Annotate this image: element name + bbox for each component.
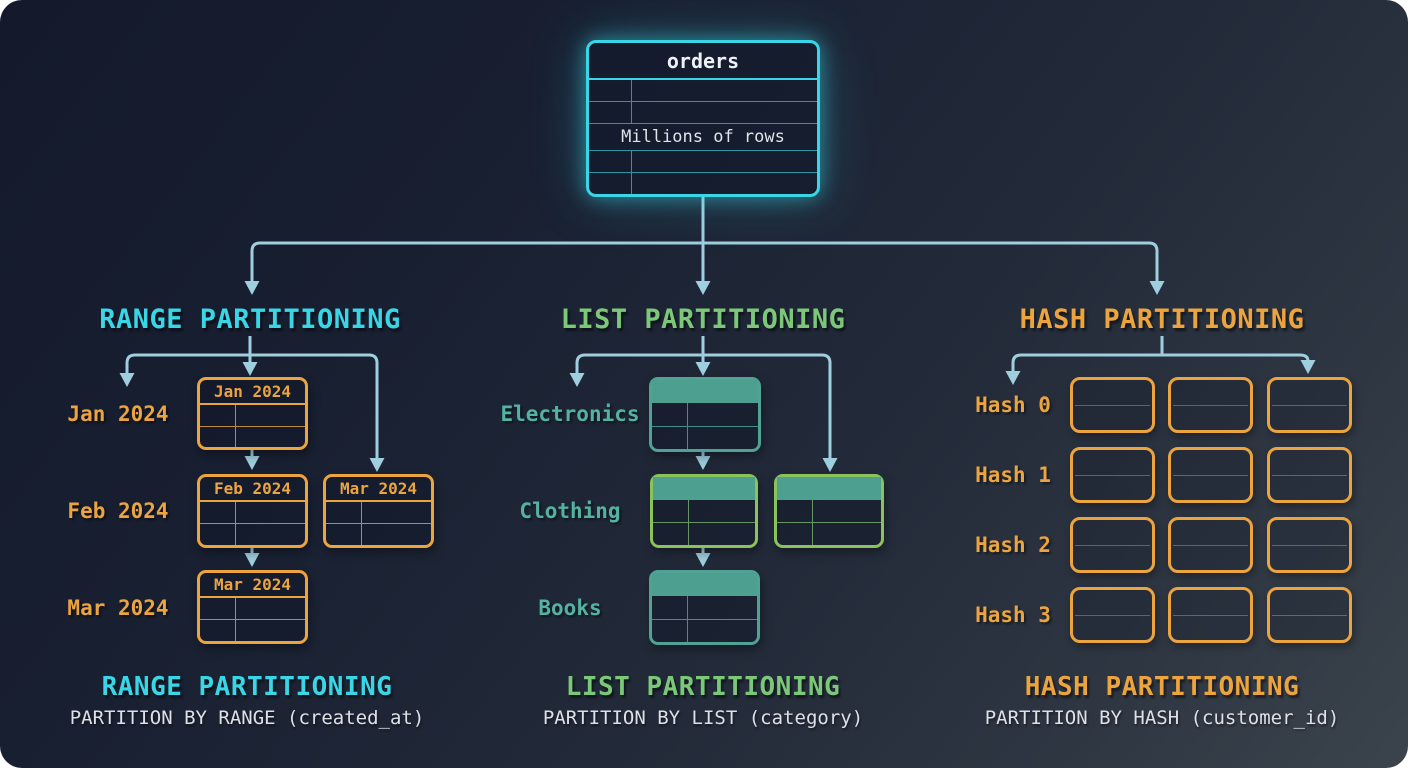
label-jan-2024: Jan 2024 xyxy=(67,402,169,426)
label-feb-2024: Feb 2024 xyxy=(67,499,169,523)
heading-hash-partitioning: HASH PARTITIONING xyxy=(1019,303,1305,335)
orders-table-row xyxy=(589,80,817,101)
orders-table-note: Millions of rows xyxy=(589,123,817,150)
caption-hash-title: HASH PARTITIONING xyxy=(1024,672,1300,702)
table-row xyxy=(652,596,757,619)
partition-table-feb-2024: Feb 2024 xyxy=(197,474,308,548)
table-row xyxy=(653,522,755,545)
partition-table-clothing-side xyxy=(774,474,884,548)
table-row xyxy=(200,598,305,619)
caption-list-code: PARTITION BY LIST (category) xyxy=(542,707,864,729)
heading-range-partitioning: RANGE PARTITIONING xyxy=(99,303,401,335)
label-mar-2024: Mar 2024 xyxy=(67,596,169,620)
caption-list-title: LIST PARTITIONING xyxy=(565,672,841,702)
table-row xyxy=(326,523,431,545)
hash-bucket xyxy=(1267,377,1352,433)
table-row xyxy=(777,522,881,545)
caption-hash-code: PARTITION BY HASH (customer_id) xyxy=(984,707,1340,729)
table-row xyxy=(777,500,881,522)
hash-bucket xyxy=(1267,447,1352,503)
hash-bucket xyxy=(1070,587,1155,643)
table-header-fill xyxy=(652,573,757,596)
hash-bucket xyxy=(1070,377,1155,433)
partition-table-title: Mar 2024 xyxy=(200,573,305,598)
table-row xyxy=(652,403,758,426)
partition-table-title: Jan 2024 xyxy=(200,380,305,405)
partition-table-books xyxy=(649,570,760,645)
orders-table-title: orders xyxy=(589,43,817,80)
orders-table: orders Millions of rows xyxy=(586,40,820,197)
hash-bucket xyxy=(1267,587,1352,643)
table-row xyxy=(200,425,305,448)
table-header-fill xyxy=(777,477,881,500)
hash-bucket xyxy=(1267,517,1352,573)
table-row xyxy=(652,618,757,643)
orders-table-row xyxy=(589,101,817,123)
label-books: Books xyxy=(538,596,602,620)
hash-bucket xyxy=(1168,447,1253,503)
table-row xyxy=(200,619,305,641)
label-hash-1: Hash 1 xyxy=(975,463,1051,487)
table-row xyxy=(652,425,758,450)
orders-table-row xyxy=(589,150,817,172)
partition-table-electronics xyxy=(649,377,761,452)
partition-table-title: Feb 2024 xyxy=(200,477,305,502)
orders-table-row xyxy=(589,172,817,194)
table-row xyxy=(200,502,305,523)
hash-bucket xyxy=(1168,517,1253,573)
hash-bucket xyxy=(1070,447,1155,503)
hash-branch-lines xyxy=(1011,336,1310,372)
label-hash-2: Hash 2 xyxy=(975,533,1051,557)
label-hash-0: Hash 0 xyxy=(975,393,1051,417)
table-row xyxy=(326,502,431,523)
hash-bucket xyxy=(1168,587,1253,643)
root-branch-lines xyxy=(250,196,1159,283)
partition-table-clothing xyxy=(650,474,758,548)
table-header-fill xyxy=(653,477,755,500)
hash-bucket xyxy=(1070,517,1155,573)
table-row xyxy=(200,523,305,545)
table-header-fill xyxy=(652,380,758,403)
table-row xyxy=(653,500,755,522)
partition-table-title: Mar 2024 xyxy=(326,477,431,502)
label-electronics: Electronics xyxy=(500,402,640,426)
hash-bucket xyxy=(1168,377,1253,433)
root-branch-arrowheads xyxy=(244,281,1165,295)
heading-list-partitioning: LIST PARTITIONING xyxy=(560,303,846,335)
label-hash-3: Hash 3 xyxy=(975,603,1051,627)
table-row xyxy=(200,405,305,426)
partition-table-mar-2024-side: Mar 2024 xyxy=(323,474,434,548)
partition-table-jan-2024: Jan 2024 xyxy=(197,377,308,450)
caption-range-code: PARTITION BY RANGE (created_at) xyxy=(69,707,425,729)
caption-range-title: RANGE PARTITIONING xyxy=(101,672,393,702)
label-clothing: Clothing xyxy=(519,499,621,523)
partition-table-mar-2024: Mar 2024 xyxy=(197,570,308,644)
